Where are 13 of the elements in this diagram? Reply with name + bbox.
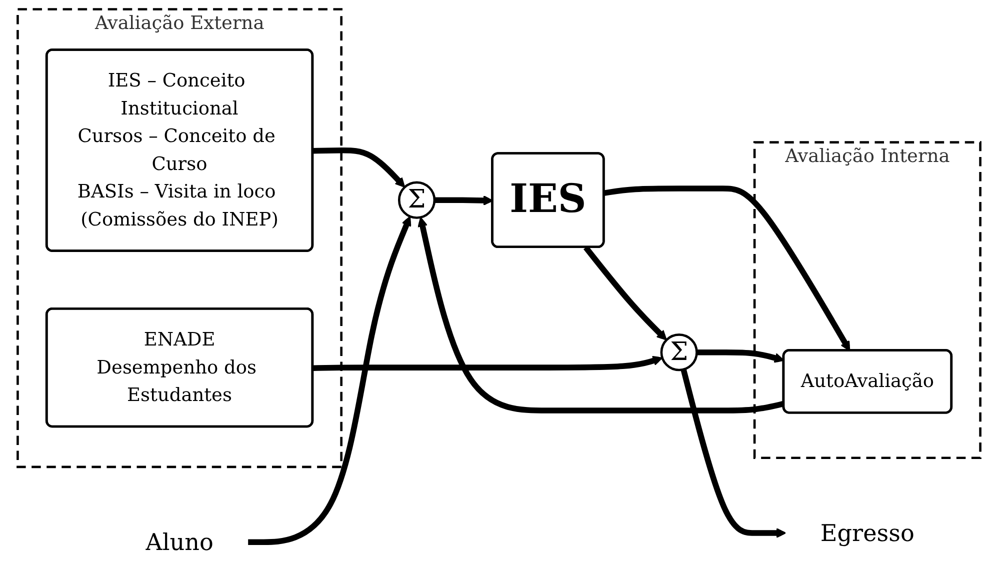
arrow	[312, 147, 406, 188]
arrow	[434, 195, 494, 206]
arrow	[418, 216, 785, 414]
node-circle: Σ	[398, 181, 436, 219]
node-circle: Σ	[660, 334, 698, 372]
arrow	[312, 356, 663, 372]
arrow	[584, 246, 667, 340]
arrow	[696, 349, 784, 363]
node-text: Egresso	[820, 519, 914, 547]
arrow	[604, 186, 850, 352]
arrow	[680, 368, 786, 538]
node-text: Aluno	[146, 528, 214, 556]
arrow	[248, 216, 412, 545]
